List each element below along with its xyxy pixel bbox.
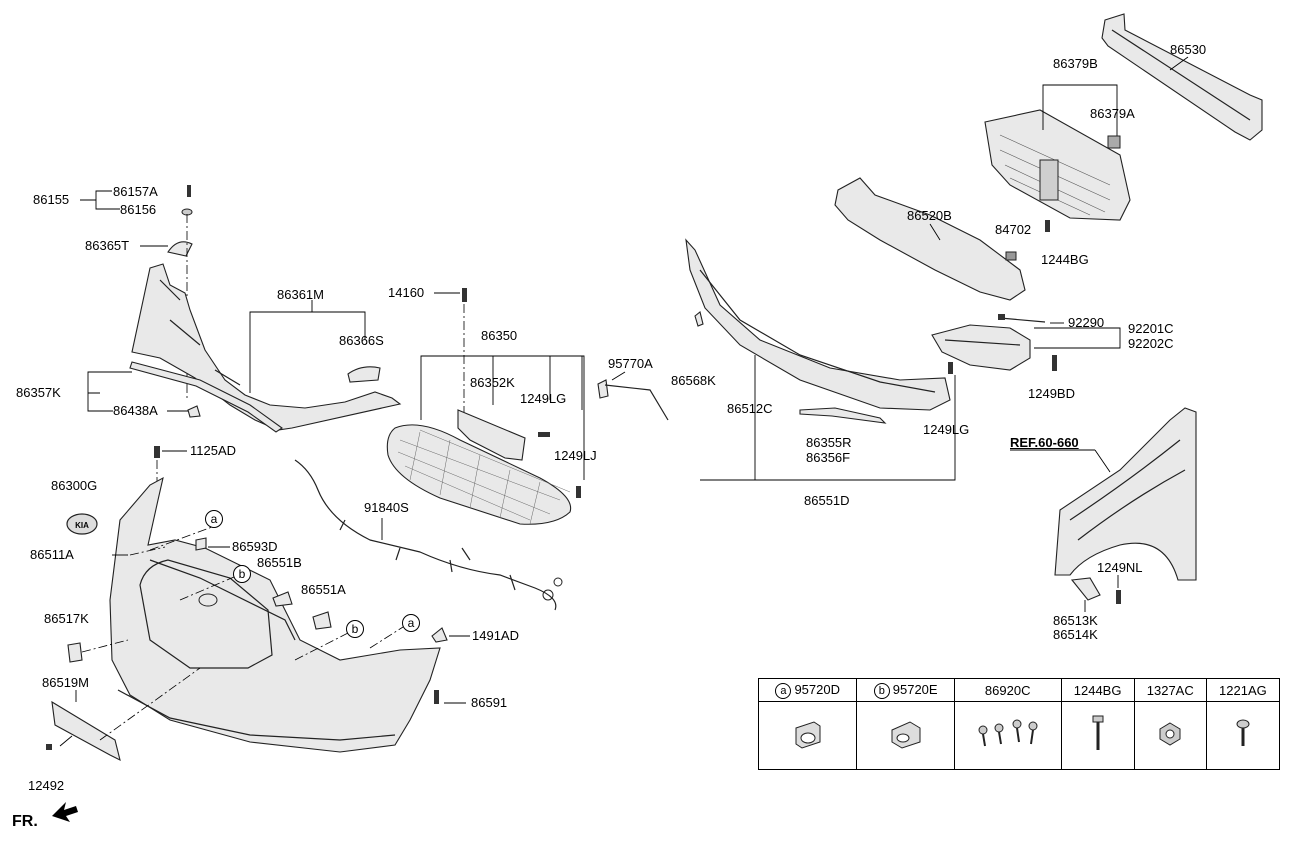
label-86593D: 86593D — [232, 539, 278, 554]
label-86157A: 86157A — [113, 184, 158, 199]
legend-code: 95720D — [794, 681, 840, 697]
marker-a-upper: a — [205, 510, 223, 528]
label-86357K: 86357K — [16, 385, 61, 400]
label-92202C: 92202C — [1128, 336, 1174, 351]
label-86361M: 86361M — [277, 287, 324, 302]
svg-text:KIA: KIA — [75, 521, 89, 530]
label-86356F: 86356F — [806, 450, 851, 465]
label-86156: 86156 — [120, 202, 157, 217]
parking-sensor-icon — [891, 721, 921, 749]
label-1125AD: 1125AD — [190, 443, 237, 458]
legend-header-1244BG: 1244BG — [1060, 678, 1135, 702]
legend-header-86920C: 86920C — [953, 678, 1062, 702]
legend-marker-b: b — [873, 682, 890, 699]
label-1249LG-grille: 1249LG — [520, 391, 567, 406]
label-86513K: 86513K — [1053, 613, 1098, 628]
marker-b-center: b — [233, 565, 251, 583]
legend-header-1221AG: 1221AG — [1205, 678, 1281, 702]
ref-link-60-660[interactable]: REF.60-660 — [1010, 435, 1079, 450]
legend-cell-1244BG — [1060, 701, 1135, 770]
label-86365T: 86365T — [85, 238, 130, 253]
label-86350: 86350 — [481, 328, 518, 343]
label-86568K: 86568K — [671, 373, 716, 388]
label-91840S: 91840S — [364, 500, 409, 515]
label-86551B: 86551B — [257, 555, 302, 570]
label-86155: 86155 — [33, 192, 70, 207]
legend-header-1327AC: 1327AC — [1133, 678, 1207, 702]
clip-icon — [1236, 719, 1250, 746]
label-86438A: 86438A — [113, 403, 158, 418]
legend-code: 1221AG — [1219, 682, 1267, 698]
marker-a-lower: a — [402, 614, 420, 632]
marker-b-lower: b — [346, 620, 364, 638]
legend-cell-86920C — [953, 701, 1062, 770]
label-86520B: 86520B — [907, 208, 952, 223]
label-86591: 86591 — [471, 695, 508, 710]
label-1491AD: 1491AD — [472, 628, 519, 643]
label-86551A: 86551A — [301, 582, 346, 597]
label-12492: 12492 — [28, 778, 65, 793]
label-86551D: 86551D — [804, 493, 850, 508]
legend-cell-95720D — [757, 701, 858, 770]
label-86379A: 86379A — [1090, 106, 1135, 121]
screw-set-icon — [978, 719, 1038, 747]
label-1249NL: 1249NL — [1097, 560, 1143, 575]
label-1249BD: 1249BD — [1028, 386, 1075, 401]
legend-cell-1221AG — [1205, 701, 1281, 770]
label-1249LG-lip: 1249LG — [923, 422, 970, 437]
legend-marker-a: a — [775, 682, 792, 699]
label-95770A: 95770A — [608, 356, 653, 371]
label-1249LJ: 1249LJ — [554, 448, 597, 463]
label-86512C: 86512C — [727, 401, 773, 416]
label-86530: 86530 — [1170, 42, 1207, 57]
label-86379B: 86379B — [1053, 56, 1098, 71]
bolt-icon — [1092, 715, 1104, 750]
label-86519M: 86519M — [42, 675, 89, 690]
parking-sensor-icon — [795, 721, 821, 749]
legend-code: 86920C — [984, 682, 1031, 698]
label-86366S: 86366S — [339, 333, 384, 348]
label-92201C: 92201C — [1128, 321, 1174, 336]
legend-code: 1327AC — [1146, 682, 1194, 698]
label-14160: 14160 — [388, 285, 425, 300]
nut-icon — [1159, 722, 1181, 746]
front-direction-label: FR. — [12, 813, 38, 830]
label-84702: 84702 — [995, 222, 1032, 237]
label-86511A: 86511A — [30, 547, 74, 562]
legend-cell-1327AC — [1133, 701, 1207, 770]
legend-cell-95720E — [856, 701, 955, 770]
label-92290: 92290 — [1068, 315, 1105, 330]
label-86352K: 86352K — [470, 375, 515, 390]
legend-code: 95720E — [892, 681, 938, 697]
label-86300G: 86300G — [51, 478, 98, 493]
label-86514K: 86514K — [1053, 627, 1098, 642]
label-86355R: 86355R — [806, 435, 852, 450]
legend-code: 1244BG — [1073, 682, 1122, 698]
label-86517K: 86517K — [44, 611, 89, 626]
label-1244BG: 1244BG — [1041, 252, 1089, 267]
